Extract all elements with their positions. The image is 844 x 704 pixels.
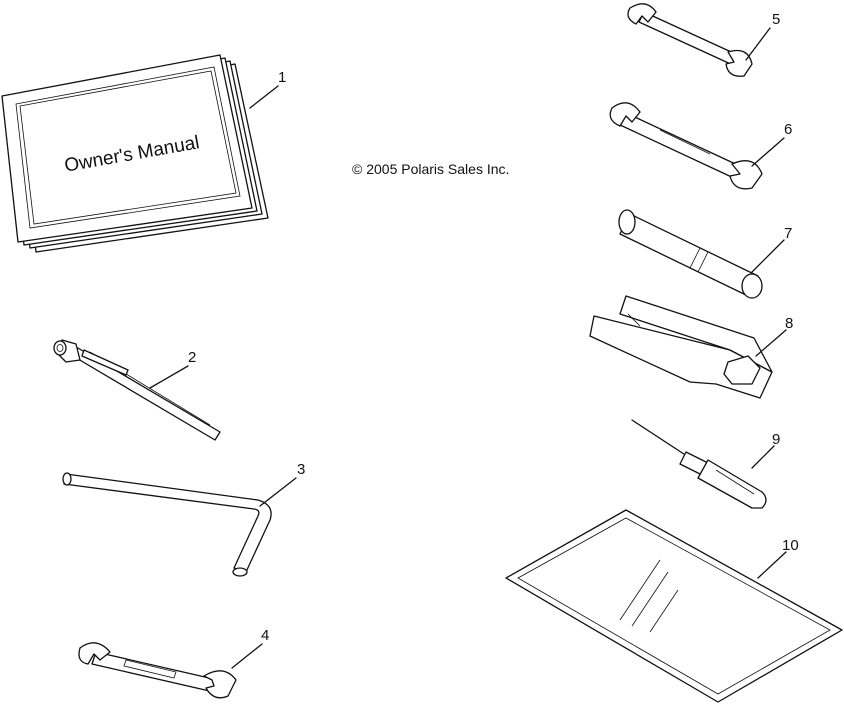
callout-7: 7 xyxy=(784,225,792,242)
callout-5: 5 xyxy=(772,11,780,28)
callout-8: 8 xyxy=(785,315,793,332)
callout-9: 9 xyxy=(772,431,780,448)
copyright-text: © 2005 Polaris Sales Inc. xyxy=(352,161,509,177)
tire-pressure-gauge-illustration xyxy=(53,339,221,441)
leader-lines xyxy=(149,27,787,669)
callout-1: 1 xyxy=(278,69,286,86)
owners-manual-illustration: Owner's Manual xyxy=(1,54,269,253)
callout-4: 4 xyxy=(261,627,269,644)
open-end-wrench-5-illustration xyxy=(627,3,753,77)
open-end-wrench-small-illustration xyxy=(78,642,237,699)
open-end-wrench-6-illustration xyxy=(609,102,763,190)
callout-3: 3 xyxy=(297,461,305,478)
spark-plug-socket-illustration xyxy=(618,209,763,299)
callout-10: 10 xyxy=(782,537,799,554)
plastic-bag-illustration xyxy=(505,509,843,703)
l-socket-wrench-illustration xyxy=(62,472,272,577)
callout-6: 6 xyxy=(784,121,792,138)
callout-2: 2 xyxy=(188,349,196,366)
screwdriver-illustration xyxy=(631,419,767,509)
spanner-channel-tool-illustration xyxy=(589,295,773,399)
